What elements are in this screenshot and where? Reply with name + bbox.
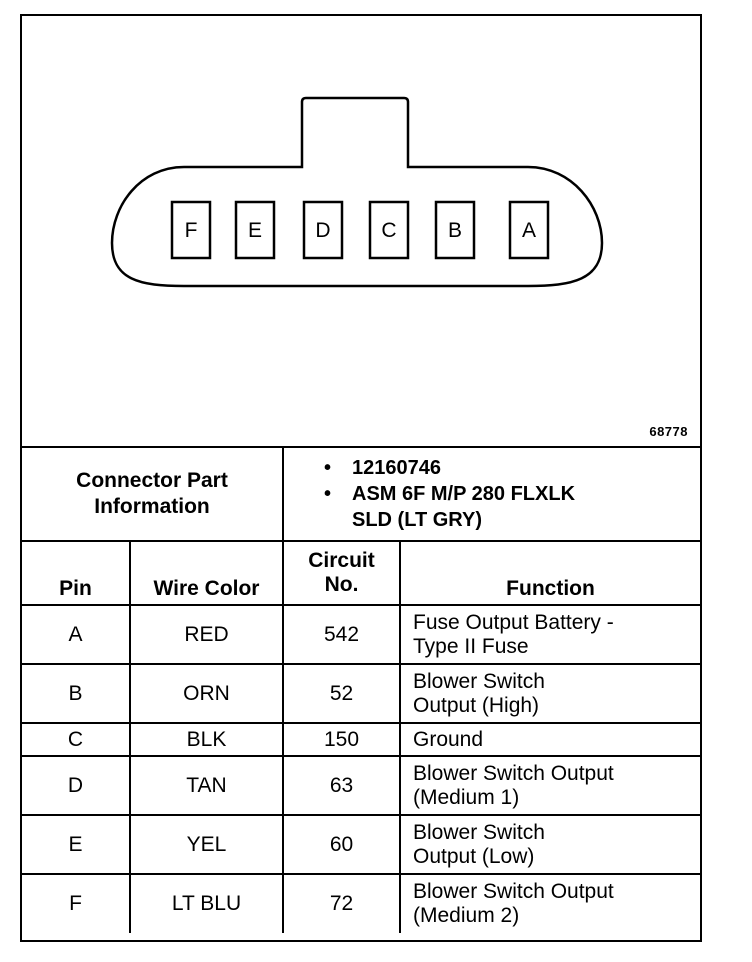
function-line2: (Medium 2)	[413, 904, 520, 927]
cavity-e: E	[234, 200, 276, 260]
table-row: F LT BLU 72 Blower Switch Output (Medium…	[22, 873, 701, 933]
header-function: Function	[398, 540, 701, 606]
function-cell: Blower Switch Output (Low)	[398, 814, 701, 875]
function-line1: Blower Switch Output	[413, 880, 614, 903]
connector-outline	[110, 96, 604, 288]
cavity-box	[234, 200, 276, 260]
table-row: B ORN 52 Blower Switch Output (High)	[22, 663, 701, 724]
cavity-label: D	[315, 219, 330, 242]
cavity-box	[508, 200, 550, 260]
circuit-cell: 72	[282, 873, 401, 933]
function-line1: Blower Switch	[413, 669, 545, 693]
connector-part-info-values: • 12160746 • ASM 6F M/P 280 FLXLK SLD (LT …	[281, 446, 701, 542]
function-line1: Blower Switch	[413, 820, 545, 844]
wire-color-cell: LT BLU	[129, 873, 284, 933]
function-line2: Type II Fuse	[413, 634, 529, 658]
circuit-cell: 63	[282, 755, 401, 816]
cavity-label: A	[522, 219, 536, 242]
connector-part-info-row: Connector Part Information • 12160746 • AS…	[22, 446, 701, 542]
wire-color-cell: BLK	[129, 722, 284, 757]
cavity-label: E	[248, 219, 262, 242]
wire-color-cell: YEL	[129, 814, 284, 875]
function-line1: Blower Switch Output	[413, 761, 614, 785]
header-circuit-line2: No.	[324, 573, 359, 596]
bullet-2: •	[324, 483, 332, 505]
circuit-cell: 150	[282, 722, 401, 757]
function-cell: Blower Switch Output (Medium 1)	[398, 755, 701, 816]
bullet-1: •	[324, 457, 332, 479]
table-row: C BLK 150 Ground	[22, 722, 701, 757]
cavity-label: C	[381, 219, 396, 242]
cavity-label: F	[185, 219, 198, 242]
table-row: E YEL 60 Blower Switch Output (Low)	[22, 814, 701, 875]
circuit-cell: 52	[282, 663, 401, 724]
connector-part-label-line1: Connector Part	[76, 469, 228, 492]
table-row: A RED 542 Fuse Output Battery - Type II …	[22, 604, 701, 665]
function-cell: Blower Switch Output (High)	[398, 663, 701, 724]
wire-color-cell: RED	[129, 604, 284, 665]
function-line1: Fuse Output Battery -	[413, 610, 614, 634]
cavity-box	[170, 200, 212, 260]
description-line2: SLD (LT GRY)	[352, 509, 482, 531]
function-line2: Output (High)	[413, 693, 540, 717]
pin-cell: A	[22, 604, 131, 665]
connector-diagram: F E D C B A 68778	[22, 16, 700, 446]
wire-color-cell: TAN	[129, 755, 284, 816]
part-number-line: • 12160746	[324, 455, 700, 481]
header-row: Pin Wire Color Circuit No. Function	[22, 540, 701, 606]
description-line1: • ASM 6F M/P 280 FLXLK	[324, 481, 700, 507]
function-cell: Blower Switch Output (Medium 2)	[398, 873, 701, 933]
pin-cell: E	[22, 814, 131, 875]
header-wire-color: Wire Color	[129, 540, 284, 606]
cavity-c: C	[368, 200, 410, 260]
cavity-f: F	[170, 200, 212, 260]
cavity-box	[302, 200, 344, 260]
connector-part-info-label: Connector Part Information	[22, 446, 284, 542]
header-circuit-no: Circuit No.	[282, 540, 401, 606]
cavity-d: D	[302, 200, 344, 260]
circuit-cell: 60	[282, 814, 401, 875]
function-line1: Ground	[413, 727, 484, 751]
function-line2: (Medium 1)	[413, 785, 520, 809]
table-row: D TAN 63 Blower Switch Output (Medium 1)	[22, 755, 701, 816]
circuit-cell: 542	[282, 604, 401, 665]
pin-cell: B	[22, 663, 131, 724]
wire-color-cell: ORN	[129, 663, 284, 724]
pin-cell: D	[22, 755, 131, 816]
cavity-box	[368, 200, 410, 260]
function-cell: Fuse Output Battery - Type II Fuse	[398, 604, 701, 665]
description-text1: ASM 6F M/P 280 FLXLK	[352, 483, 576, 505]
cavity-label: B	[448, 219, 462, 242]
cavity-box	[434, 200, 476, 260]
pin-cell: C	[22, 722, 131, 757]
header-circuit-line1: Circuit	[308, 549, 375, 572]
cavity-a: A	[508, 200, 550, 260]
connector-part-label-line2: Information	[94, 495, 210, 518]
function-cell: Ground	[398, 722, 701, 757]
function-line2: Output (Low)	[413, 844, 535, 868]
header-pin: Pin	[22, 540, 131, 606]
cavity-b: B	[434, 200, 476, 260]
connector-info-table: Connector Part Information •12160746 •AS…	[22, 446, 701, 933]
part-number: 12160746	[352, 457, 441, 479]
figure-number: 68778	[649, 424, 688, 439]
pin-cell: F	[22, 873, 131, 933]
